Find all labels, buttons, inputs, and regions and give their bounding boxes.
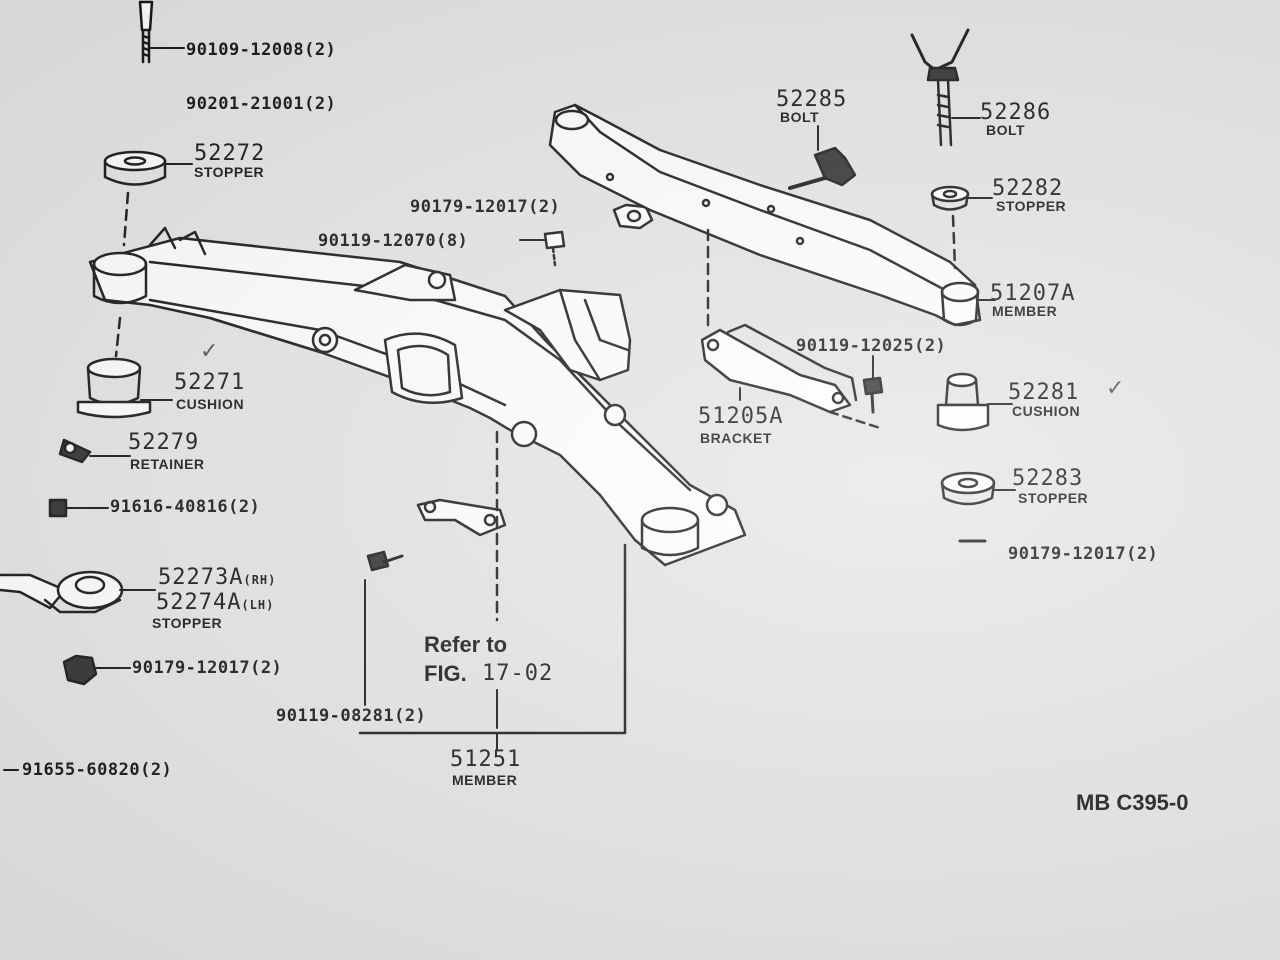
nut-90179-upper-icon [612,203,654,230]
stopper-52283-icon [940,471,996,506]
label-90119-08281: 90119-08281(2) [276,706,427,726]
label-90179-12017-lower-right: 90179-12017(2) [1008,544,1159,564]
figure-ref-number: 17-02 [482,661,554,686]
label-52286: 52286 [980,100,1052,125]
name-52281: CUSHION [1012,403,1081,419]
label-51205a: 51205A [698,404,784,429]
name-51251: MEMBER [452,772,518,788]
refer-to-text: Refer to [424,632,508,657]
checkmark-52271: ✓ [200,339,219,364]
label-52281: 52281 [1008,380,1080,405]
name-52282: STOPPER [996,198,1067,214]
label-52274a: 52274A(LH) [156,590,275,615]
cushion-52281-icon [936,372,990,432]
label-52272: 52272 [194,141,266,166]
name-52272: STOPPER [194,164,265,180]
member-51207a-icon [548,103,982,327]
label-90119-12070: 90119-12070(8) [318,231,469,251]
label-52273a: 52273A(RH) [158,565,277,590]
stopper-52272-icon [103,150,167,186]
bolt-90119-12070-icon [543,230,566,267]
label-90179-12017-lower-left: 90179-12017(2) [132,658,283,678]
bolt-90109-icon [138,0,154,64]
label-91616-40816: 91616-40816(2) [110,497,261,517]
name-52279: RETAINER [130,456,205,472]
name-52271: CUSHION [176,396,245,412]
name-51205a: BRACKET [700,430,772,446]
name-52285: BOLT [780,109,820,125]
bolt-90119-12025-icon [862,376,884,414]
figure-ref-prefix: FIG. [424,661,467,686]
bolt-52285-icon [788,125,857,190]
label-90119-12025: 90119-12025(2) [796,336,947,356]
stopper-52273-52274-icon [0,570,124,614]
member-51251-icon [88,226,747,567]
label-52283: 52283 [1012,466,1084,491]
label-51251: 51251 [450,747,522,772]
bracket-51205a-icon [700,323,858,414]
name-52286: BOLT [986,122,1026,138]
cushion-52271-icon [76,357,152,419]
name-51207a: MEMBER [992,303,1058,319]
checkmark-52281: ✓ [1106,376,1125,401]
mount-bracket-icon [416,498,507,537]
label-52285: 52285 [776,87,848,112]
label-90109-12008: 90109-12008(2) [186,40,337,60]
label-52282: 52282 [992,176,1064,201]
label-51207a: 51207A [990,281,1076,306]
name-52273-52274: STOPPER [152,615,223,631]
label-90179-12017-upper: 90179-12017(2) [410,197,561,217]
name-52283: STOPPER [1018,490,1089,506]
bolt-91616-icon [48,498,109,518]
label-52279: 52279 [128,430,200,455]
figure-code: MB C395-0 [1076,790,1189,815]
nut-90179-lower-left-icon [62,654,98,686]
stopper-52282-icon [930,185,970,211]
retainer-52279-icon [58,438,92,464]
bolt-52286-icon [910,28,970,147]
label-91655-60820: 91655-60820(2) [22,760,173,780]
label-52271: 52271 [174,370,246,395]
bolt-90119-08281-icon [366,550,404,572]
label-90201-21001: 90201-21001(2) [186,94,337,114]
